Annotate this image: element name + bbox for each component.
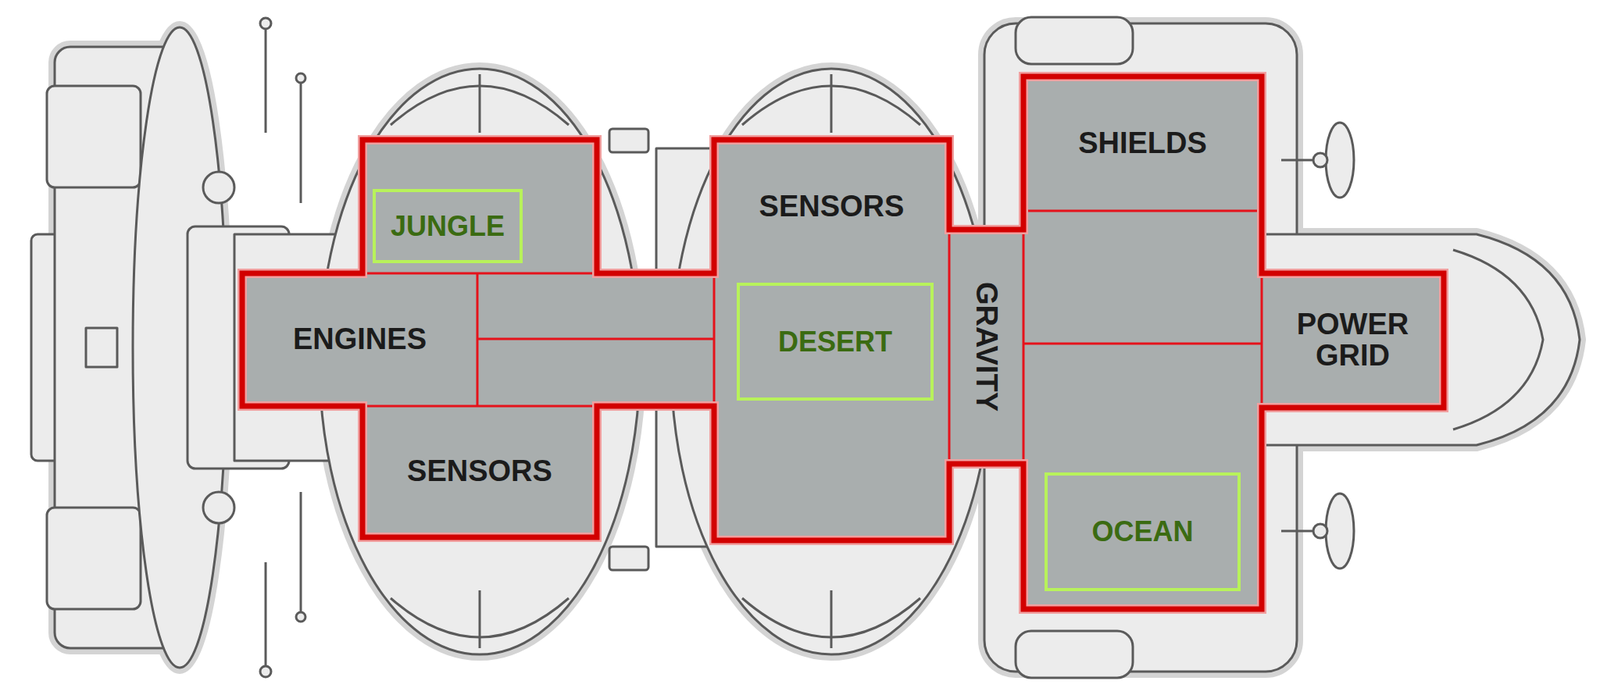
zone-label: JUNGLE [390, 211, 505, 242]
ship-part [830, 74, 833, 133]
hull-outline [242, 76, 1444, 610]
ship-part [46, 85, 141, 188]
hull-rooms [242, 76, 1444, 610]
room-floor [242, 76, 1444, 610]
ship-part [1453, 250, 1543, 430]
ship-part [1023, 210, 1262, 213]
ship-room: POWER GRID [1261, 273, 1444, 408]
ship-part [609, 546, 649, 571]
ship-part [478, 74, 482, 133]
terrain-zone: JUNGLE [372, 189, 523, 264]
ship-part [362, 405, 597, 408]
room-dividers [362, 210, 1262, 465]
room-label: SENSORS [759, 191, 905, 223]
hull-wall [242, 76, 1444, 610]
ship-part [264, 23, 268, 133]
ship-part [1015, 17, 1133, 65]
ship-part [203, 492, 235, 524]
ship-room: SHIELDS [1023, 76, 1262, 211]
hull-halo [54, 23, 1580, 672]
room-label: GRAVITY [971, 282, 1003, 412]
terrain-zone: OCEAN [1044, 472, 1241, 592]
ship-part [362, 272, 597, 275]
ship-part [46, 507, 141, 610]
ship-part [260, 666, 272, 678]
ship-room: SENSORS DESERT [714, 139, 950, 541]
ship-part [300, 78, 303, 204]
ship-part [1325, 122, 1354, 198]
ship-part [1015, 631, 1133, 679]
ship-room: ENGINES [242, 273, 478, 407]
ship-room: GRAVITY [949, 229, 1024, 465]
ship-part [1313, 524, 1328, 539]
ship-part [85, 328, 118, 368]
zone-label: DESERT [778, 327, 893, 358]
hull-outline [242, 76, 1444, 610]
ship-part [1023, 342, 1262, 346]
room-label: POWER GRID [1278, 309, 1428, 372]
room-label: SHIELDS [1078, 128, 1208, 160]
ship-part [478, 590, 482, 649]
ship-part [296, 612, 306, 622]
room-label: ENGINES [292, 324, 427, 356]
ship-part [948, 229, 951, 465]
ship-room: SENSORS [362, 406, 597, 538]
ship-part [1022, 229, 1025, 465]
ship-part [1325, 493, 1354, 569]
ship-part [1260, 273, 1264, 408]
ship-part [609, 128, 649, 153]
room-label: SENSORS [407, 456, 553, 488]
ship-part [296, 73, 306, 83]
ship-part [830, 590, 833, 649]
zone-label: OCEAN [1091, 517, 1193, 547]
ship-part [260, 17, 272, 29]
ship-part [1313, 153, 1328, 168]
ship-part [300, 492, 303, 618]
ship-part [713, 273, 716, 407]
hull-parts [31, 17, 1580, 679]
ship-part [264, 562, 268, 672]
terrain-zone: DESERT [736, 282, 934, 401]
ship-part [203, 171, 235, 204]
ship-part [477, 338, 715, 341]
